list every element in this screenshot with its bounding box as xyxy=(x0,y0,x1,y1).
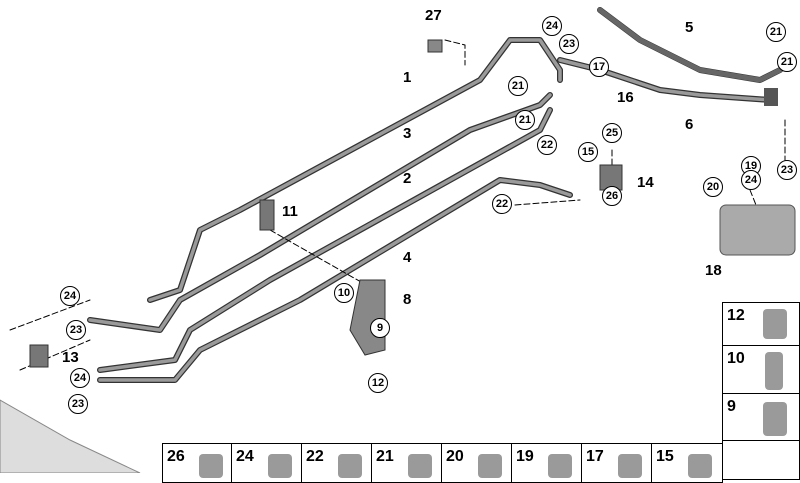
pipe-diagram xyxy=(0,7,796,473)
callout-circle: 24 xyxy=(60,286,80,306)
callout-circle: 10 xyxy=(334,283,354,303)
callout-circle: 9 xyxy=(370,318,390,338)
part-cell-24: 24 xyxy=(231,443,302,483)
callout-27: 27 xyxy=(425,7,442,24)
pipe-1 xyxy=(147,37,563,303)
part-cell-15: 15 xyxy=(651,443,723,483)
callout-circle: 24 xyxy=(542,16,562,36)
callout-11: 11 xyxy=(282,203,298,220)
callout-3: 3 xyxy=(403,125,412,142)
callout-1: 1 xyxy=(403,69,412,86)
part-cell-26: 26 xyxy=(162,443,232,483)
callout-circle: 21 xyxy=(766,22,786,42)
callout-6: 6 xyxy=(685,116,694,133)
callout-18: 18 xyxy=(705,262,722,279)
callout-13: 13 xyxy=(62,349,79,366)
callout-circle: 25 xyxy=(602,123,622,143)
callout-circle: 21 xyxy=(515,110,535,130)
callout-circle: 24 xyxy=(70,368,90,388)
callout-circle: 21 xyxy=(508,76,528,96)
callout-circle: 26 xyxy=(602,186,622,206)
part-cell-20: 20 xyxy=(441,443,512,483)
callout-16: 16 xyxy=(617,89,634,106)
part-cell-21: 21 xyxy=(371,443,442,483)
part-cell-17: 17 xyxy=(581,443,652,483)
part-cell-9: 9 xyxy=(722,393,800,441)
callout-8: 8 xyxy=(403,291,412,308)
callout-circle: 15 xyxy=(578,142,598,162)
callout-circle: 23 xyxy=(68,394,88,414)
callout-5: 5 xyxy=(685,19,694,36)
callout-14: 14 xyxy=(637,174,654,191)
pipe-2 xyxy=(97,107,553,373)
part-cell-mat xyxy=(722,440,800,480)
part-cell-22: 22 xyxy=(301,443,372,483)
callout-circle: 24 xyxy=(741,170,761,190)
callout-circle: 22 xyxy=(537,135,557,155)
callout-circle: 12 xyxy=(368,373,388,393)
callout-2: 2 xyxy=(403,170,412,187)
callout-circle: 17 xyxy=(589,57,609,77)
callout-circle: 22 xyxy=(492,194,512,214)
callout-circle: 23 xyxy=(777,160,797,180)
callout-circle: 23 xyxy=(66,320,86,340)
part-cell-10: 10 xyxy=(722,345,800,394)
callout-circle: 21 xyxy=(777,52,797,72)
callout-circle: 20 xyxy=(703,177,723,197)
part-cell-12: 12 xyxy=(722,302,800,346)
callout-4: 4 xyxy=(403,249,412,266)
callout-circle: 23 xyxy=(559,34,579,54)
part-cell-19: 19 xyxy=(511,443,582,483)
